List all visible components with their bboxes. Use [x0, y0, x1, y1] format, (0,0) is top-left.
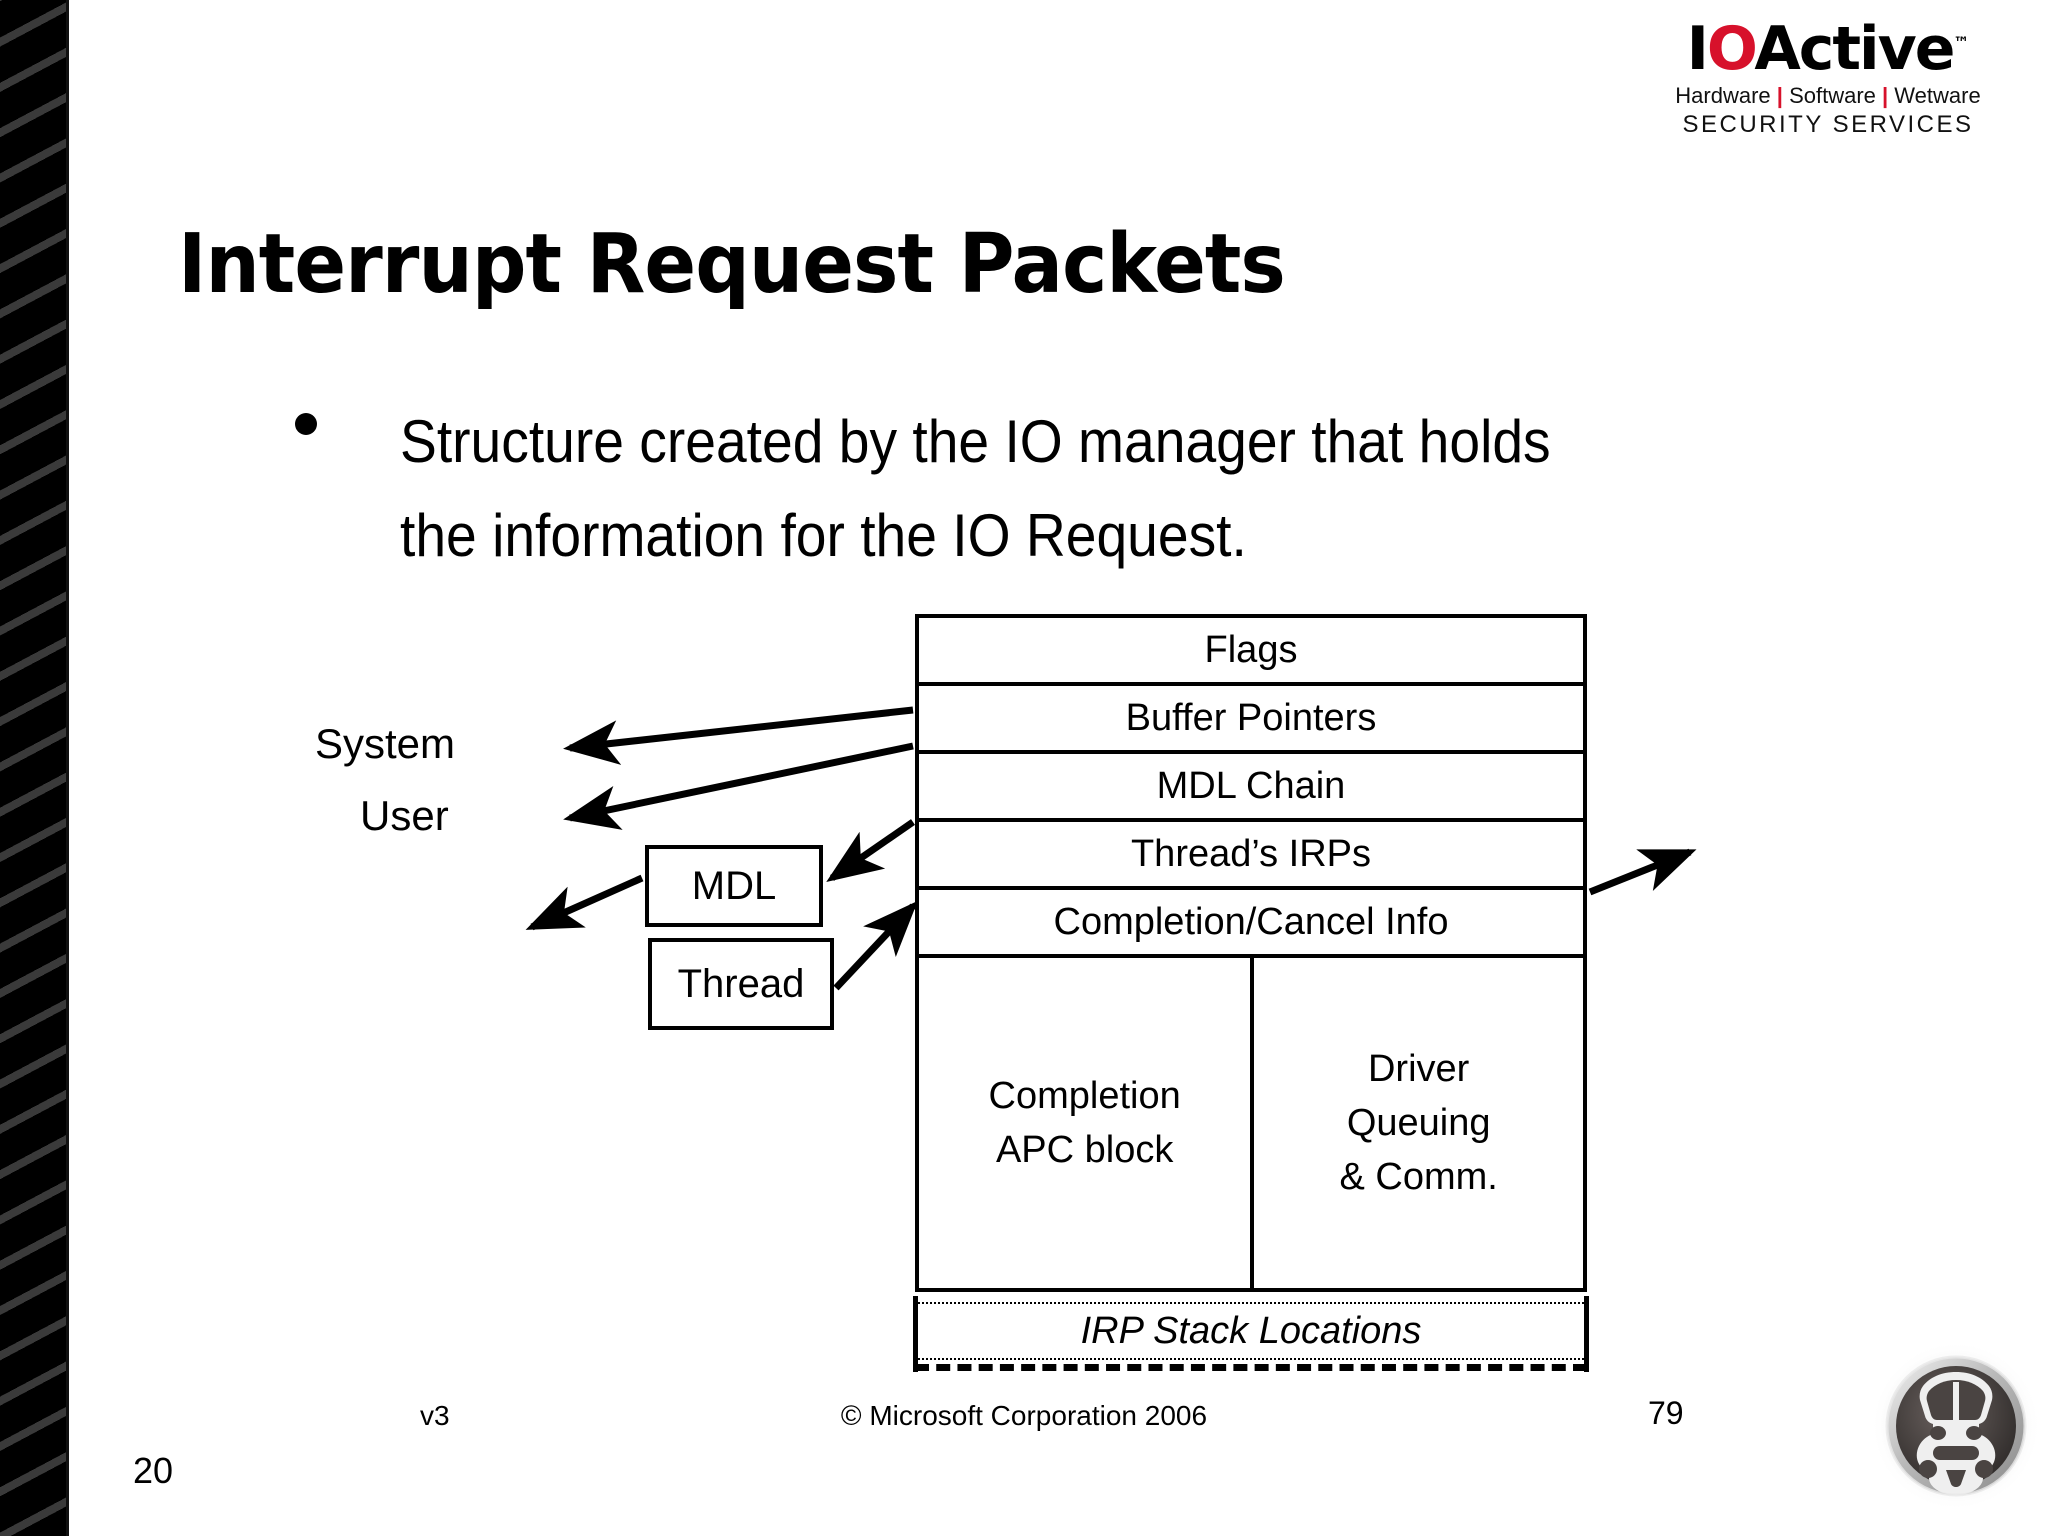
label-user: User	[360, 792, 449, 839]
tagline-wetware: Wetware	[1894, 83, 1981, 108]
arrow-buffer-to-user	[563, 742, 914, 830]
irp-row-buffer-pointers: Buffer Pointers	[919, 686, 1583, 754]
completion-apc-line1: Completion	[988, 1075, 1181, 1117]
trademark-icon: ™	[1953, 33, 1970, 52]
footer-copyright: © Microsoft Corporation 2006	[840, 1400, 1208, 1431]
irp-row-mdl-chain: MDL Chain	[919, 754, 1583, 822]
driver-queuing-line1: Driver	[1367, 1048, 1470, 1090]
logo-active-text: Active	[1754, 14, 1955, 84]
irp-row-threads-irps: Thread’s IRPs	[919, 822, 1583, 890]
logo-wordmark: IOActive™	[1663, 12, 1993, 80]
page-title: Interrupt Request Packets	[178, 217, 1286, 312]
bullet-dot-icon	[295, 413, 317, 435]
tagline-software: Software	[1789, 83, 1876, 108]
driver-queuing-line2: Queuing	[1346, 1102, 1491, 1144]
irp-struct-box: Flags Buffer Pointers MDL Chain Thread’s…	[915, 614, 1587, 1292]
irp-cell-completion-apc: Completion APC block	[919, 958, 1255, 1288]
irp-stack-locations-box: IRP Stack Locations	[915, 1302, 1587, 1360]
slide-number: 20	[133, 1450, 174, 1491]
irp-stack-locations-group: IRP Stack Locations	[913, 1296, 1589, 1380]
label-system: System	[315, 720, 456, 767]
mdl-box-label: MDL	[691, 863, 777, 908]
logo-letter-o: O	[1706, 14, 1756, 84]
arrow-mdlbox-outgoing	[525, 874, 644, 931]
tagline-hardware: Hardware	[1675, 83, 1771, 108]
logo-tagline: Hardware | Software | Wetware	[1663, 82, 1993, 110]
tagline-sep-2: |	[1882, 83, 1889, 108]
footer-version: v3	[420, 1400, 450, 1431]
arrow-threadsirps-outgoing	[1588, 848, 1697, 896]
arrow-buffer-to-system	[563, 706, 914, 765]
driver-queuing-line3: & Comm.	[1339, 1156, 1498, 1198]
left-decorative-band	[0, 0, 66, 1536]
arrow-mdlchain-to-mdlbox	[826, 819, 915, 882]
irp-cell-driver-queuing: Driver Queuing & Comm.	[1254, 958, 1583, 1288]
mdl-box: MDL	[645, 845, 823, 927]
irp-structure-diagram: System User MDL Thread Flags Buffer Poin…	[315, 600, 1697, 1380]
irp-row-completion-cancel-info: Completion/Cancel Info	[919, 890, 1583, 958]
diagram-arrows	[525, 706, 1697, 991]
irp-split-section: Completion APC block Driver Queuing & Co…	[919, 958, 1583, 1288]
stack-dashed-underline	[915, 1364, 1587, 1371]
irp-row-flags: Flags	[919, 618, 1583, 686]
bullet-item-0: Structure created by the IO manager that…	[400, 408, 1551, 569]
arrow-threadbox-to-threadsirps	[833, 900, 918, 991]
footer-page-number: 79	[1648, 1395, 1684, 1431]
tagline-sep-1: |	[1776, 83, 1783, 108]
logo-services-line: SECURITY SERVICES	[1682, 111, 1974, 138]
logo-letter-i: I	[1686, 14, 1709, 84]
skull-emblem-icon	[1874, 1344, 2038, 1508]
thread-box-label: Thread	[677, 961, 805, 1006]
ioactive-logo: IOActive™ Hardware | Software | Wetware …	[1663, 12, 1993, 140]
thread-box: Thread	[648, 938, 834, 1030]
left-band-edge	[66, 0, 69, 1536]
irp-stack-locations-label: IRP Stack Locations	[1080, 1309, 1422, 1352]
completion-apc-line2: APC block	[995, 1129, 1174, 1171]
